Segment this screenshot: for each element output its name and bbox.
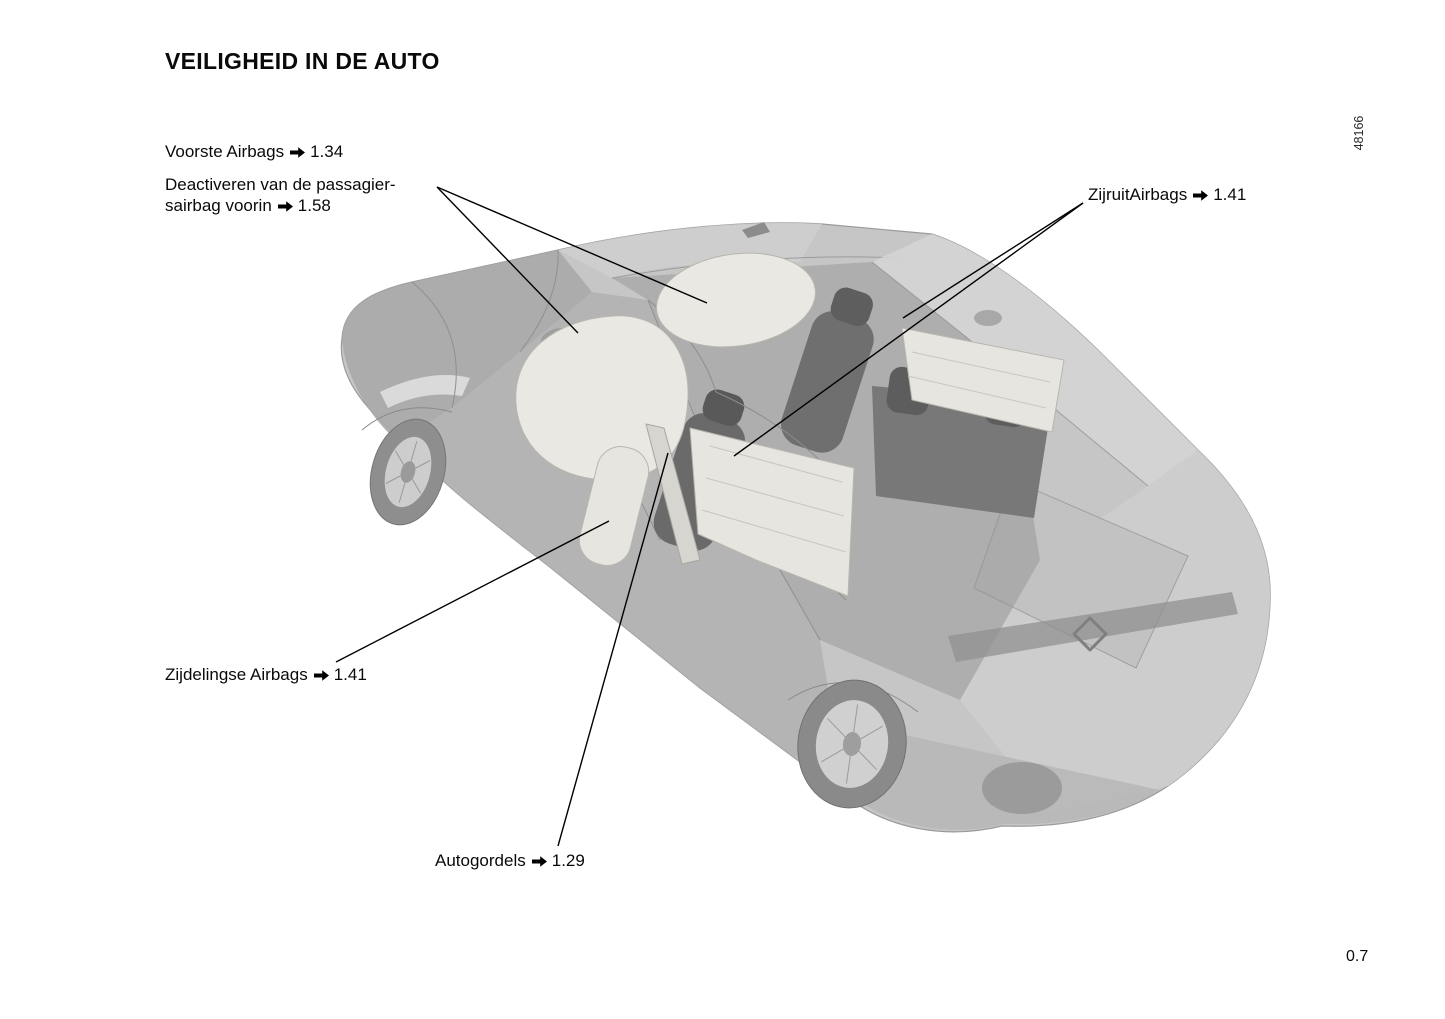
passenger-front-airbag-shape (656, 252, 816, 348)
figure-code: 48166 (1352, 115, 1366, 151)
seatbelt-shape (645, 423, 701, 565)
label-text: Zijdelingse Airbags (165, 665, 308, 684)
reference-arrow-icon (1193, 185, 1209, 201)
leader-lines (335, 186, 1084, 847)
leader-curtain-right (902, 202, 1084, 319)
label-front-airbags: Voorste Airbags 1.34 (165, 141, 343, 162)
page-number: 0.7 (1346, 948, 1369, 965)
label-text: Voorste Airbags (165, 142, 285, 161)
reference-arrow-icon (531, 851, 547, 867)
reference-number: 1.41 (1213, 185, 1247, 204)
airbag-shapes (515, 252, 1065, 597)
page-title: VEILIGHEID IN DE AUTO (165, 48, 440, 75)
side-airbag-shape (578, 446, 650, 566)
leader-side-airbag (335, 520, 610, 663)
label-side-window-airbags: ZijruitAirbags 1.41 (1088, 184, 1246, 205)
right-mirror (974, 310, 1002, 326)
leader-seatbelt (557, 452, 669, 847)
front-left-wheel (369, 418, 447, 526)
antenna-fin (742, 222, 770, 238)
reference-arrow-icon (290, 142, 306, 158)
reference-number: 1.29 (551, 851, 585, 870)
reference-number: 1.34 (310, 142, 344, 161)
reference-arrow-icon (277, 196, 293, 212)
label-seatbelts: Autogordels 1.29 (435, 850, 585, 871)
label-text: Autogordels (435, 851, 526, 870)
label-text-line1: Deactiveren van de passagier- (165, 175, 396, 194)
leader-curtain-left (733, 202, 1084, 457)
label-text-line2: sairbag voorin (165, 196, 272, 215)
rear-right-wheel (982, 762, 1062, 814)
reference-number: 1.41 (333, 665, 367, 684)
reference-arrow-icon (313, 665, 329, 681)
rear-left-wheel (797, 679, 907, 809)
leader-front-airbag-passenger (436, 186, 708, 304)
leader-front-airbag-driver (436, 186, 579, 334)
reference-number: 1.58 (297, 196, 331, 215)
label-text: ZijruitAirbags (1088, 185, 1188, 204)
curtain-airbag-left-shape (689, 427, 855, 597)
label-side-airbags: Zijdelingse Airbags 1.41 (165, 664, 367, 685)
label-passenger-airbag-deactivation: Deactiveren van de passagier- sairbag vo… (165, 174, 445, 216)
